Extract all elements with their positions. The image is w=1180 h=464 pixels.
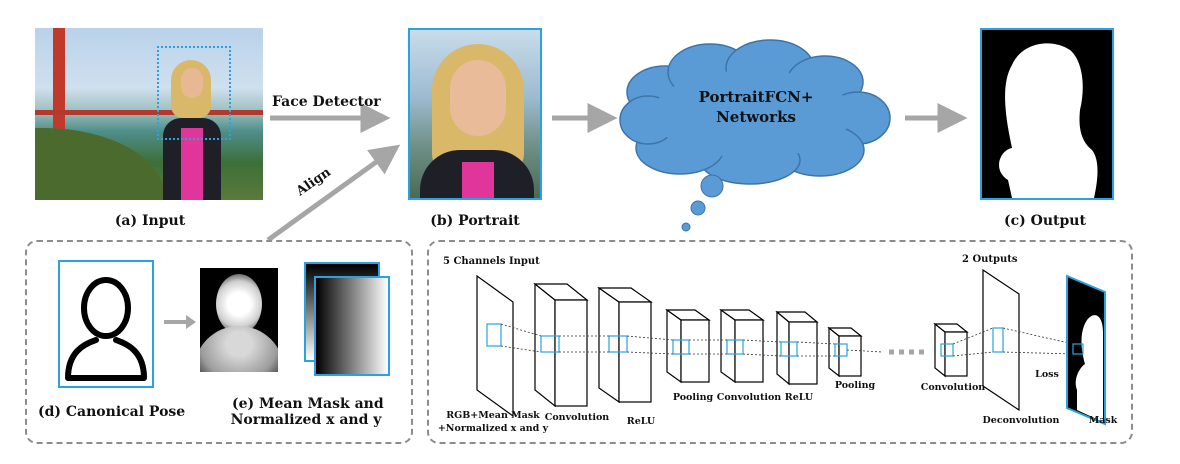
conv-layer-3 — [933, 322, 969, 378]
label-convolution-2: Convolution — [717, 392, 782, 403]
relu2-kernel — [780, 341, 798, 357]
label-convolution-3: Convolution — [921, 382, 986, 393]
input-label-line2: +Normalized x and y — [438, 423, 549, 434]
label-pooling-1: Pooling — [673, 392, 714, 403]
mean-mask-caption-line1: (e) Mean Mask and — [232, 396, 384, 412]
pool-layer-1 — [665, 308, 711, 384]
network-label-line1: PortraitFCN+ — [699, 88, 814, 106]
portrait-photo — [408, 28, 542, 200]
pool1-kernel — [672, 339, 690, 355]
output-caption: (c) Output — [1004, 213, 1086, 229]
pose-to-mask-arrow — [164, 315, 196, 329]
label-loss: Loss — [1035, 369, 1059, 380]
face-detector-label: Face Detector — [272, 94, 381, 110]
portrait-caption: (b) Portrait — [430, 213, 520, 229]
conv-layer-2 — [719, 308, 765, 384]
portrait-shirt — [462, 162, 494, 198]
deconv-kernel — [992, 327, 1004, 353]
cloud-bubble-medium — [690, 200, 706, 216]
person-shirt — [181, 128, 203, 200]
network-cloud — [619, 39, 891, 185]
mean-mask-shoulders — [200, 326, 278, 372]
mean-mask-image — [200, 268, 278, 372]
mean-mask-head — [216, 274, 262, 334]
canonical-pose-caption: (d) Canonical Pose — [38, 404, 186, 420]
relu-layer-2 — [775, 310, 819, 386]
alignment-panel — [25, 240, 413, 444]
network-panel — [427, 240, 1133, 444]
label-convolution-1: Convolution — [545, 412, 610, 423]
output-silhouette — [999, 43, 1098, 198]
person-outline-icon — [65, 277, 147, 381]
top-flow-diagram: Face Detector Align PortraitFCN+ Network… — [266, 39, 968, 243]
input-caption: (a) Input — [114, 213, 186, 229]
input-label-line1: RGB+Mean Mask — [446, 410, 540, 421]
conv2-kernel — [726, 339, 744, 355]
normalized-x-image — [314, 276, 390, 376]
input-kernel — [486, 323, 502, 347]
output-mask — [980, 28, 1114, 200]
align-arrow — [266, 144, 401, 243]
cloud-bubble-small — [681, 222, 691, 232]
input-photo — [35, 28, 263, 200]
bridge-tower — [53, 28, 65, 148]
relu-layer-1 — [597, 286, 653, 404]
label-relu-2: ReLU — [785, 392, 814, 403]
outputs-title: 2 Outputs — [962, 254, 1018, 265]
person-face — [181, 68, 203, 98]
pool-layer-2 — [827, 326, 863, 378]
conv3-kernel — [940, 343, 954, 357]
label-relu-1: ReLU — [627, 416, 656, 427]
network-architecture: 5 Channels Input 2 Outputs — [438, 254, 1118, 434]
deconv-layer — [982, 268, 1020, 412]
network-label-line2: Networks — [716, 108, 796, 126]
conv-layer-1 — [533, 282, 589, 408]
relu1-kernel — [608, 335, 628, 353]
bridge-deck — [35, 110, 263, 115]
input-title: 5 Channels Input — [443, 256, 540, 267]
kernel-connections — [500, 323, 1074, 357]
portrait-face — [450, 60, 506, 136]
cloud-bubble-large — [700, 174, 724, 198]
label-mask: Mask — [1089, 415, 1118, 426]
canonical-pose-frame — [58, 260, 154, 388]
mean-mask-caption-line2: Normalized x and y — [230, 412, 382, 428]
mask-output — [1066, 274, 1106, 426]
label-deconvolution: Deconvolution — [983, 415, 1060, 426]
conv1-kernel — [540, 335, 560, 353]
face-detection-box — [157, 46, 231, 140]
label-pooling-2: Pooling — [835, 380, 876, 391]
